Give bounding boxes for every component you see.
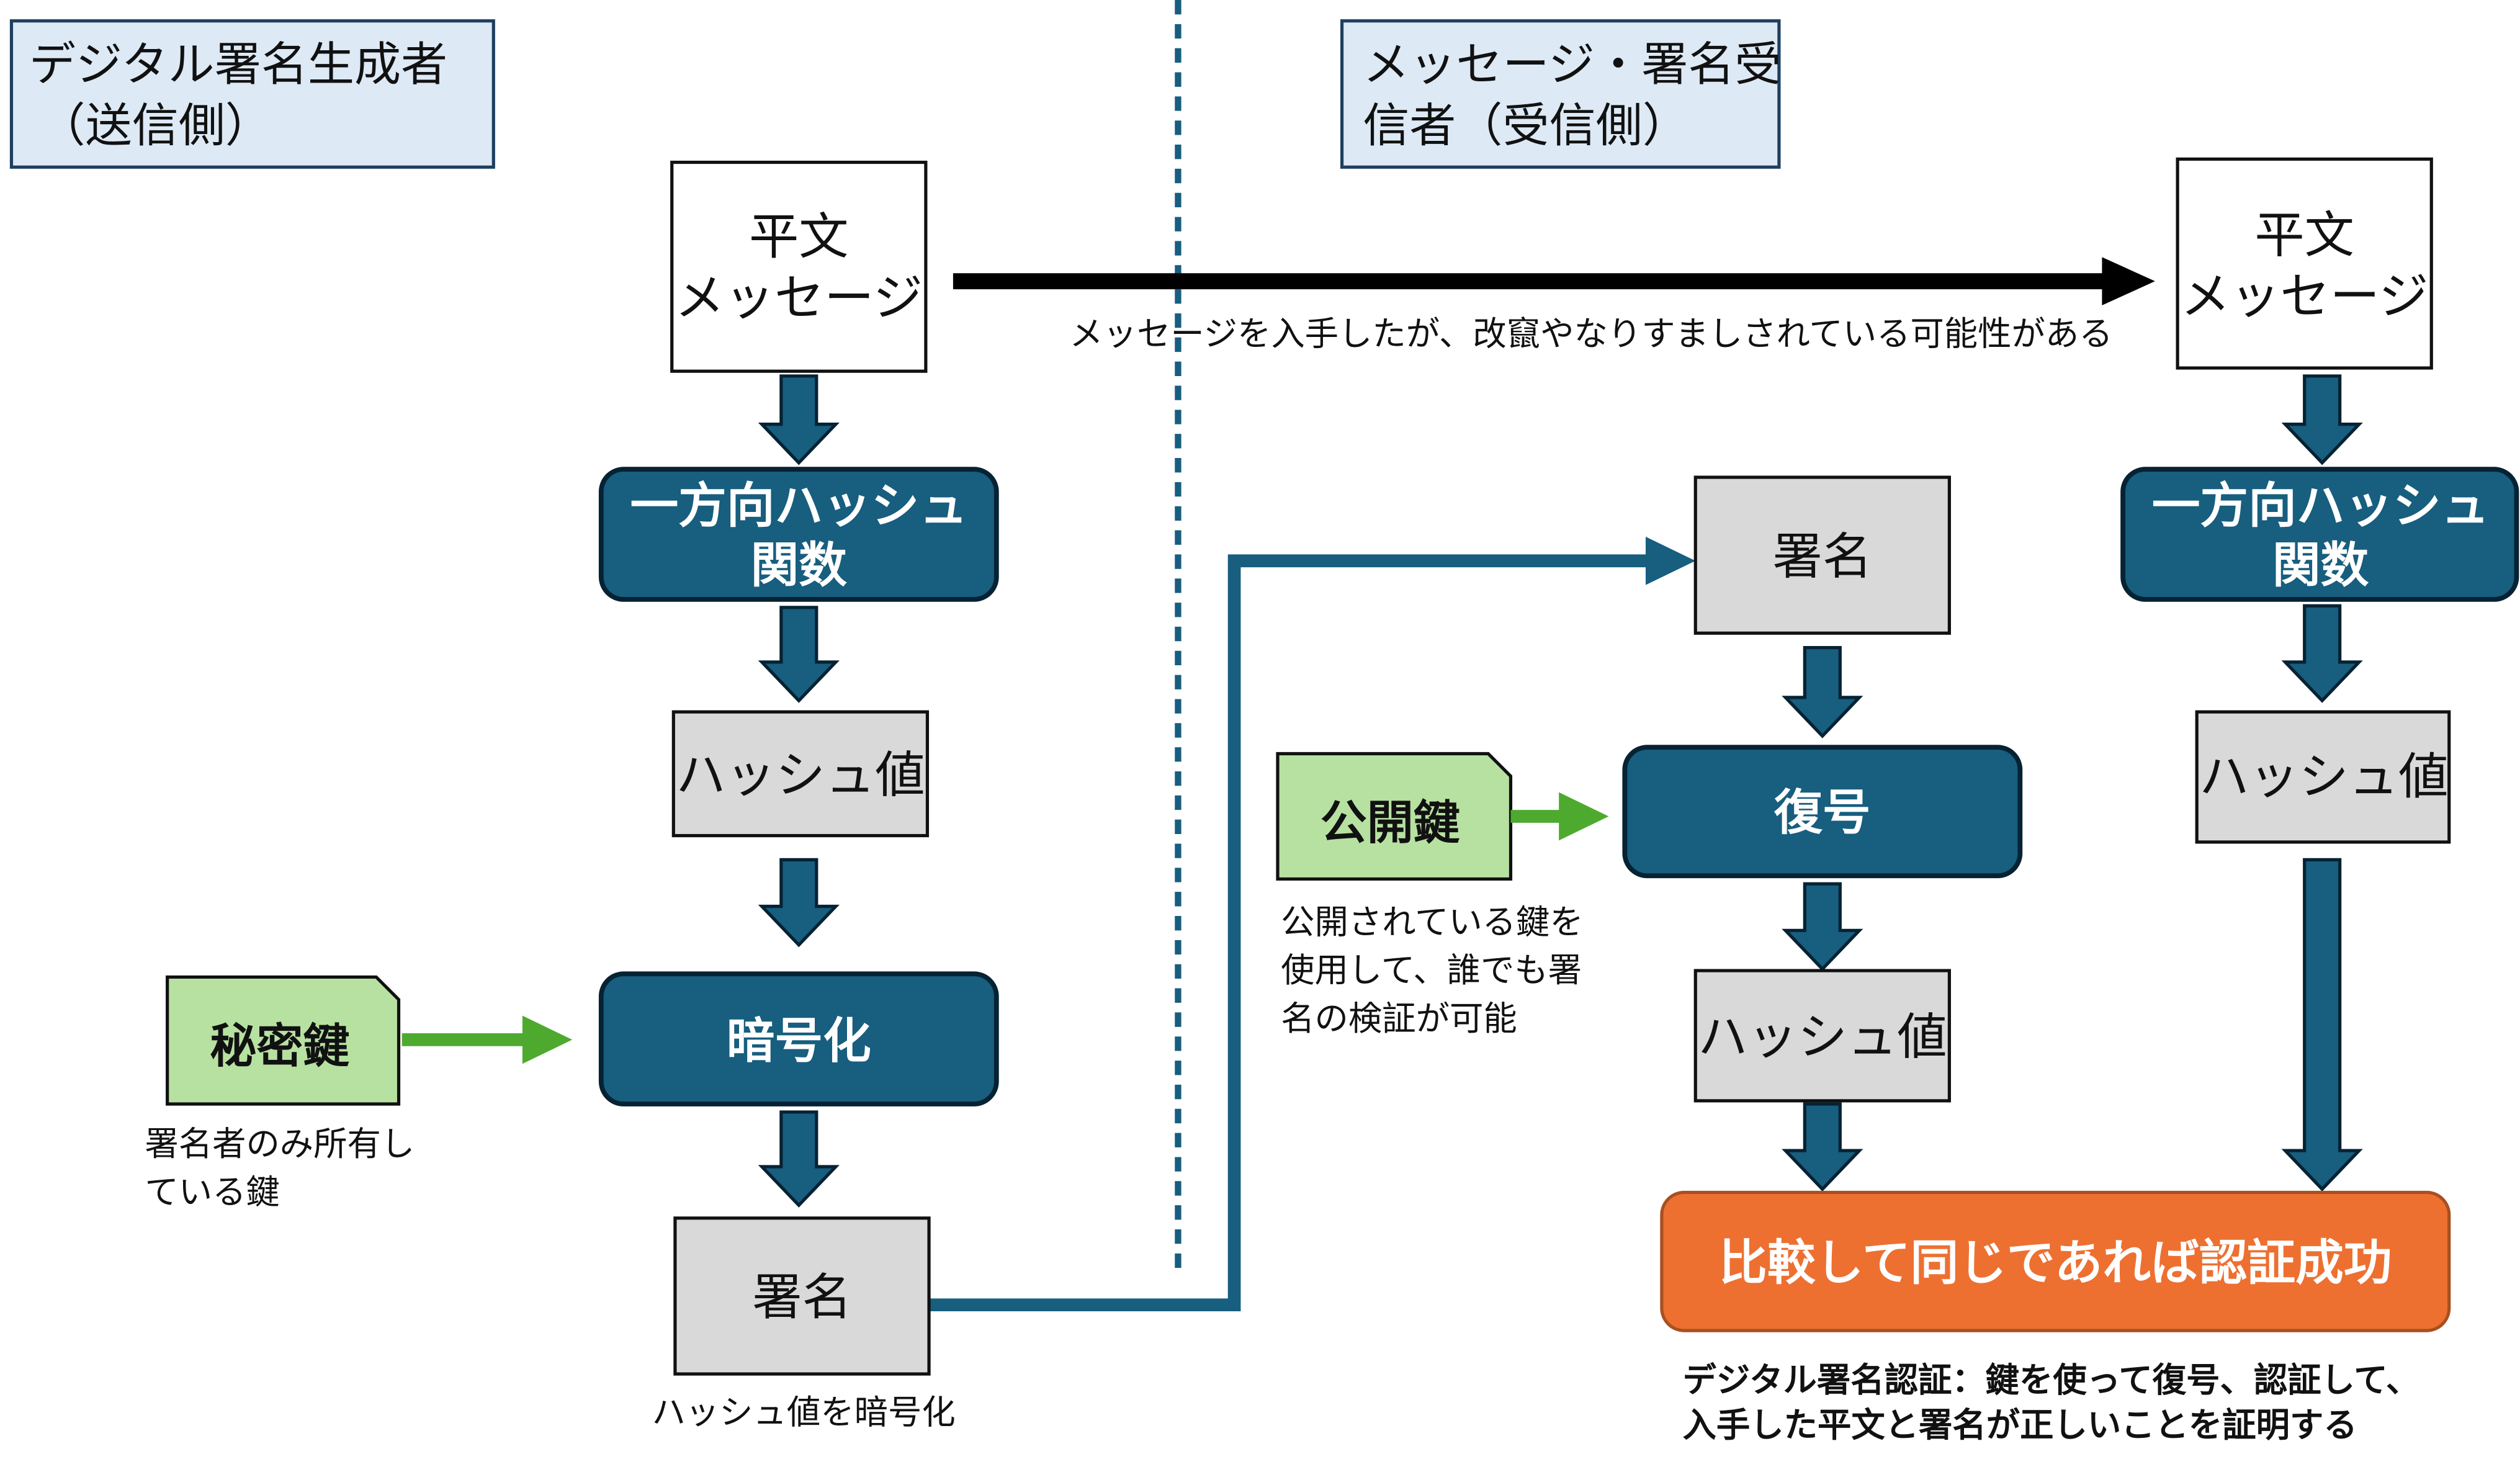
transfer-caption: メッセージを入手したが、改竄やなりすましされている可能性がある — [1069, 315, 2112, 354]
transfer-arrow — [953, 257, 2155, 306]
public-key-arrow — [1510, 792, 1609, 841]
flow-down-arrow — [2281, 604, 2363, 703]
receiver-label: メッセージ・署名受 信者（受信側） — [1340, 19, 1781, 169]
svg-text:信者（受信側）: 信者（受信側） — [1363, 98, 1689, 153]
svg-text:ハッシュ値: ハッシュ値 — [676, 746, 925, 804]
decrypt-box: 復号 — [1622, 745, 2023, 879]
receiver-hash-value-box: ハッシュ値 — [2195, 710, 2451, 844]
svg-text:関数: 関数 — [2272, 537, 2369, 593]
signature-caption: ハッシュ値を暗号化 — [652, 1393, 955, 1432]
svg-text:署名: 署名 — [1773, 527, 1873, 585]
svg-text:関数: 関数 — [751, 537, 848, 593]
flow-down-arrow — [758, 858, 840, 948]
private-key-arrow — [401, 1015, 573, 1064]
flow-down-arrow — [2281, 374, 2363, 465]
sender-hash-function-box: 一方向ハッシュ 関数 — [598, 467, 999, 602]
private-key-caption-line1: 署名者のみ所有し — [145, 1124, 415, 1164]
svg-text:デジタル署名生成者: デジタル署名生成者 — [29, 37, 447, 91]
svg-text:メッセージ: メッセージ — [2181, 267, 2429, 325]
svg-text:公開鍵: 公開鍵 — [1321, 796, 1460, 850]
svg-text:（送信側）: （送信側） — [38, 98, 271, 153]
svg-text:署名: 署名 — [752, 1268, 852, 1326]
svg-text:一方向ハッシュ: 一方向ハッシュ — [630, 478, 967, 534]
flow-down-arrow — [1782, 882, 1863, 972]
public-key-caption-line1: 公開されている鍵を — [1281, 903, 1584, 942]
svg-text:メッセージ: メッセージ — [675, 269, 923, 327]
svg-text:ハッシュ値: ハッシュ値 — [2199, 747, 2448, 806]
private-key-caption-line2: ている鍵 — [145, 1173, 279, 1212]
sender-plaintext-box: 平文 メッセージ — [670, 160, 928, 373]
flow-down-arrow — [758, 606, 840, 703]
receiver-hash-function-box: 一方向ハッシュ 関数 — [2120, 467, 2519, 602]
svg-text:暗号化: 暗号化 — [727, 1013, 871, 1069]
decrypted-hash-value-box: ハッシュ値 — [1693, 969, 1951, 1103]
flow-down-arrow — [1782, 1102, 1863, 1192]
receiver-signature-box: 署名 — [1693, 475, 1951, 635]
public-key-caption-line3: 名の検証が可能 — [1281, 999, 1517, 1038]
flow-down-arrow — [2281, 858, 2363, 1192]
summary-line1: デジタル署名認証：鍵を使って復号、認証して、 — [1683, 1361, 2420, 1400]
sender-signature-box: 署名 — [673, 1216, 931, 1376]
flow-down-arrow — [758, 1110, 840, 1208]
encrypt-box: 暗号化 — [598, 971, 999, 1106]
svg-text:復号: 復号 — [1773, 785, 1870, 841]
private-key-document: 秘密鍵 — [166, 975, 401, 1106]
svg-text:平文: 平文 — [749, 207, 849, 266]
sender-hash-value-box: ハッシュ値 — [671, 710, 930, 838]
public-key-caption-line2: 使用して、誰でも署 — [1281, 951, 1582, 990]
receiver-plaintext-box: 平文 メッセージ — [2176, 157, 2433, 370]
svg-text:ハッシュ値: ハッシュ値 — [1698, 1008, 1947, 1066]
sender-label: デジタル署名生成者 （送信側） — [9, 19, 495, 169]
flow-down-arrow — [758, 374, 840, 465]
svg-text:比較して同じであれば認証成功: 比較して同じであれば認証成功 — [1719, 1235, 2392, 1291]
signature-transfer-line — [929, 536, 1696, 1312]
svg-text:一方向ハッシュ: 一方向ハッシュ — [2152, 478, 2490, 534]
svg-text:平文: 平文 — [2254, 206, 2354, 264]
flow-down-arrow — [1782, 645, 1863, 738]
summary-line2: 入手した平文と署名が正しいことを証明する — [1683, 1406, 2357, 1445]
svg-text:秘密鍵: 秘密鍵 — [210, 1019, 349, 1074]
result-box: 比較して同じであれば認証成功 — [1660, 1190, 2451, 1332]
svg-text:メッセージ・署名受: メッセージ・署名受 — [1363, 37, 1781, 91]
public-key-document: 公開鍵 — [1276, 752, 1513, 881]
